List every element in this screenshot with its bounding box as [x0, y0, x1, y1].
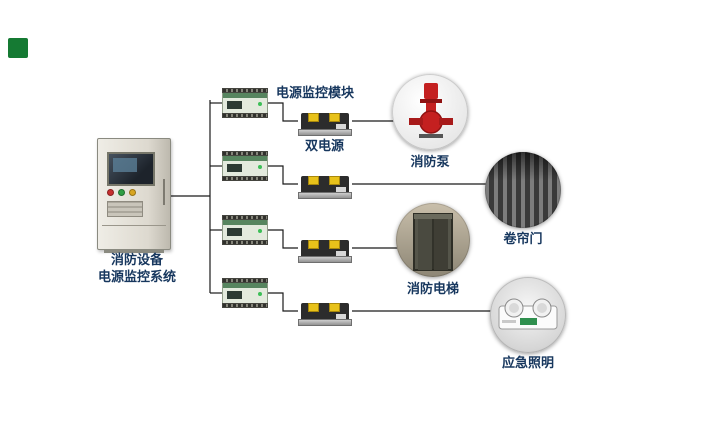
monitoring-cabinet [97, 138, 171, 253]
cabinet-label-line1: 消防设备 [110, 253, 163, 268]
module-body [222, 156, 268, 176]
row-2-wires [268, 165, 487, 185]
ats-handle [308, 303, 319, 312]
row-1-wires [268, 102, 395, 122]
terminal-strip [222, 240, 268, 245]
ats-handle [329, 176, 340, 185]
cabinet-door-handle [163, 179, 165, 205]
terminal-strip [222, 176, 268, 181]
module-label: 电源监控模块 [276, 86, 355, 101]
cabinet-keypad [107, 201, 143, 217]
ats-base [298, 129, 352, 136]
module-led [258, 102, 262, 106]
cabinet-label-line2: 电源监控系统 [97, 269, 176, 285]
fire-elevator-icon [413, 213, 453, 271]
module-display [227, 291, 242, 299]
ats-handle [308, 240, 319, 249]
power-monitor-module-2 [222, 151, 268, 181]
module-display [227, 101, 242, 109]
indicator-red [107, 189, 114, 196]
dual-power-switch-4 [298, 296, 352, 326]
emergency-light-icon [498, 298, 558, 330]
brand-logo [8, 38, 28, 58]
row-4-wires [268, 292, 492, 312]
fire-pump-photo [392, 74, 468, 150]
ats-label-plate [336, 251, 346, 257]
fire-elevator-photo [396, 203, 470, 277]
indicator-amber [129, 189, 136, 196]
module-display [227, 164, 242, 172]
bus-wires [171, 100, 223, 294]
ats-body [301, 113, 349, 131]
terminal-strip [222, 88, 268, 93]
module-band [223, 93, 267, 98]
terminal-strip [222, 215, 268, 220]
ats-handle [329, 113, 340, 122]
ats-label-plate [336, 187, 346, 193]
device-label-emergency-lighting: 应急照明 [501, 356, 554, 371]
ats-handle [308, 113, 319, 122]
fire-pump-icon [409, 83, 453, 138]
device-label-fire-elevator: 消防电梯 [406, 282, 459, 297]
module-body [222, 93, 268, 113]
module-body [222, 220, 268, 240]
module-display [227, 228, 242, 236]
dual-power-switch-1 [298, 106, 352, 136]
ats-handle [329, 303, 340, 312]
cabinet-door-seam [102, 225, 166, 226]
ats-body [301, 303, 349, 321]
emergency-lighting-photo [490, 277, 566, 353]
module-led [258, 165, 262, 169]
device-label-fire-pump: 消防泵 [410, 155, 450, 170]
module-band [223, 220, 267, 225]
ats-body [301, 176, 349, 194]
cabinet-indicator-lights [107, 189, 136, 196]
ats-base [298, 319, 352, 326]
ats-label-plate [336, 124, 346, 130]
power-monitor-module-4 [222, 278, 268, 308]
cabinet-label: 消防设备 电源监控系统 [63, 253, 211, 287]
dual-power-label: 双电源 [305, 139, 345, 154]
ats-label-plate [336, 314, 346, 320]
terminal-strip [222, 278, 268, 283]
module-led [258, 229, 262, 233]
cabinet-screen-display [113, 158, 137, 172]
terminal-strip [222, 303, 268, 308]
module-band [223, 156, 267, 161]
dual-power-switch-2 [298, 169, 352, 199]
module-led [258, 292, 262, 296]
roller-shutter-door-photo [485, 152, 561, 228]
ats-handle [308, 176, 319, 185]
power-monitor-module-1 [222, 88, 268, 118]
power-monitor-module-3 [222, 215, 268, 245]
indicator-green [118, 189, 125, 196]
cabinet-screen [107, 152, 155, 186]
ats-base [298, 256, 352, 263]
ats-base [298, 192, 352, 199]
device-label-roller-door: 卷帘门 [503, 232, 543, 247]
module-band [223, 283, 267, 288]
ats-handle [329, 240, 340, 249]
terminal-strip [222, 113, 268, 118]
row-3-wires [268, 229, 398, 249]
terminal-strip [222, 151, 268, 156]
module-body [222, 283, 268, 303]
ats-body [301, 240, 349, 258]
dual-power-switch-3 [298, 233, 352, 263]
